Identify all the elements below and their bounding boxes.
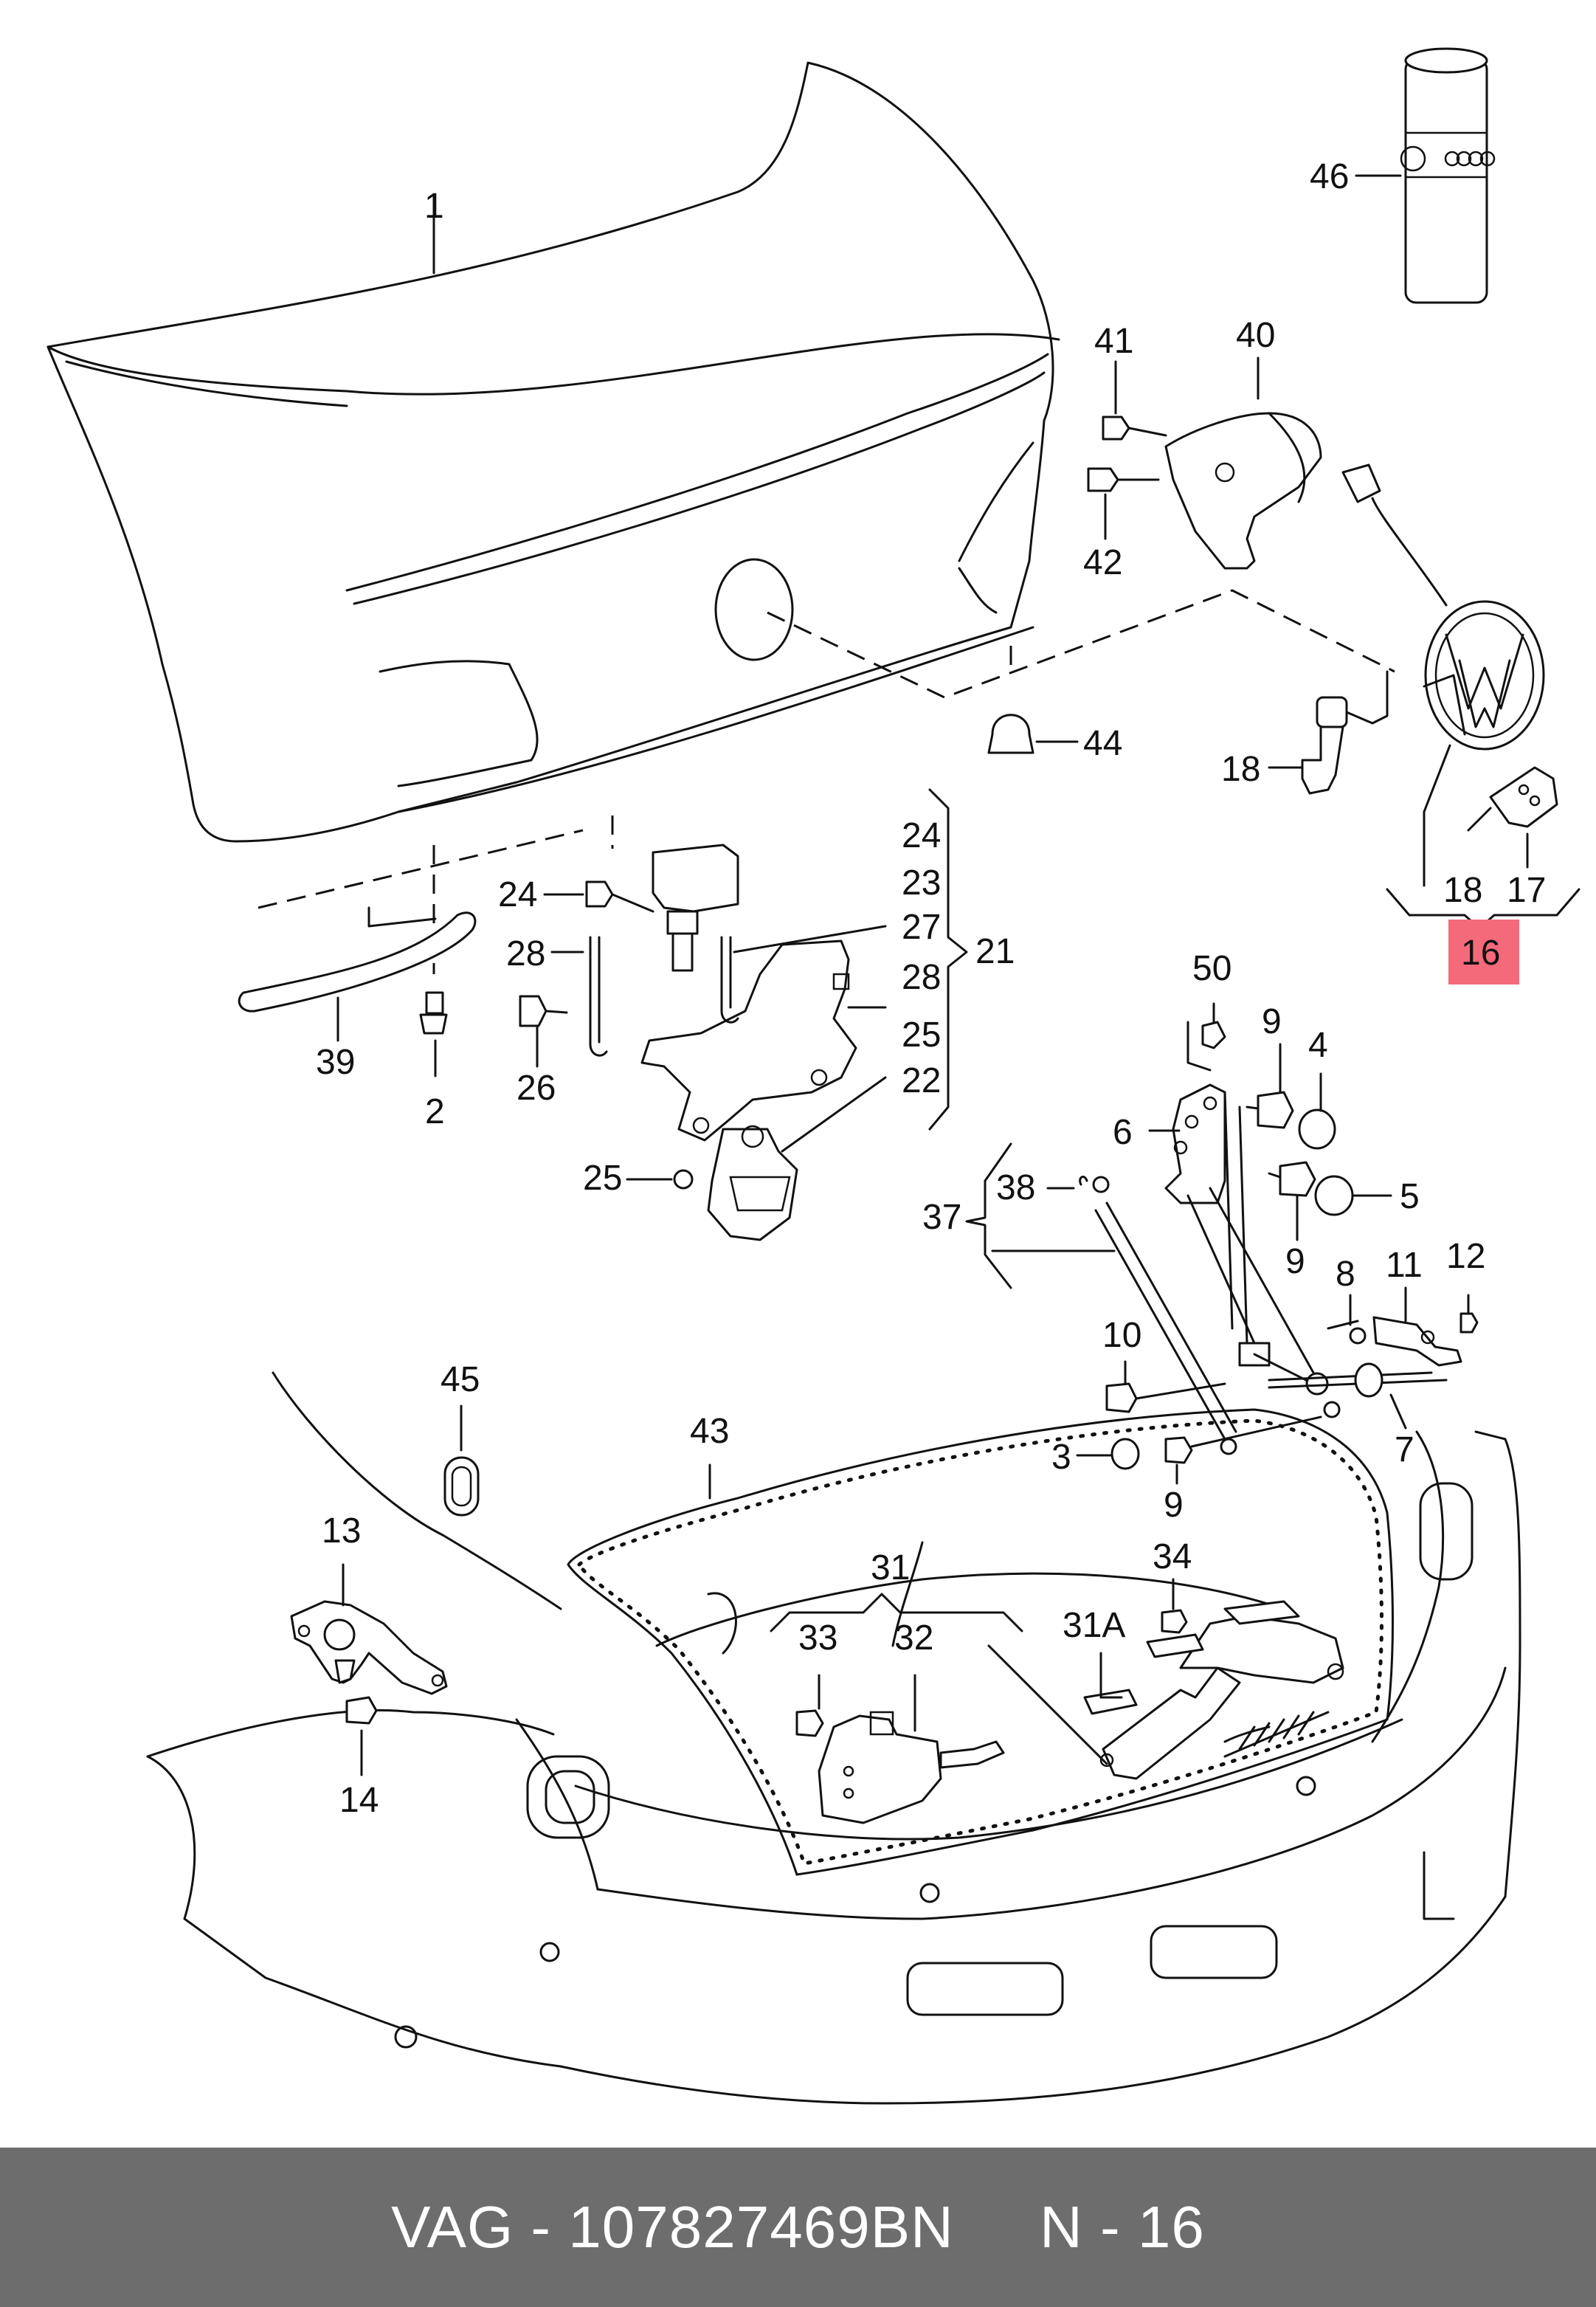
- trim-strip-part: [238, 911, 477, 1013]
- callout-9-top: 9: [1262, 1002, 1282, 1041]
- callout-17: 17: [1507, 871, 1546, 910]
- part-number: 107827469BN: [568, 2194, 954, 2260]
- trunk-lid-part: [46, 61, 1060, 843]
- callout-23: 23: [902, 863, 941, 903]
- callout-2: 2: [425, 1092, 445, 1131]
- callout-33: 33: [798, 1618, 837, 1658]
- footer-gap: [954, 2193, 1040, 2261]
- callout-28-right: 28: [902, 958, 941, 997]
- clip-part: [419, 991, 448, 1035]
- callout-41: 41: [1094, 322, 1133, 361]
- callout-13: 13: [322, 1511, 361, 1551]
- callout-9-mid: 9: [1285, 1242, 1305, 1281]
- callout-27: 27: [902, 908, 941, 947]
- callout-22: 22: [902, 1061, 941, 1100]
- remote-key-part: [1467, 766, 1558, 832]
- callout-14: 14: [339, 1781, 379, 1820]
- spray-can-part: [1400, 47, 1496, 304]
- callout-34: 34: [1153, 1537, 1192, 1576]
- highlight-box: [1448, 920, 1519, 984]
- callout-25-right: 25: [902, 1015, 941, 1055]
- lock-carrier-part: [1164, 412, 1322, 570]
- callout-8: 8: [1336, 1255, 1355, 1294]
- callout-3: 3: [1051, 1438, 1071, 1477]
- vw-emblem-part: [1424, 600, 1545, 751]
- callout-44: 44: [1083, 724, 1122, 763]
- callout-11: 11: [1386, 1246, 1423, 1285]
- callout-10: 10: [1102, 1316, 1141, 1355]
- callout-40: 40: [1236, 316, 1275, 355]
- callout-38: 38: [996, 1168, 1035, 1207]
- callout-5: 5: [1400, 1177, 1420, 1216]
- diagram-reference: N - 16: [1039, 2194, 1205, 2260]
- callout-37: 37: [922, 1198, 961, 1237]
- car-body-outline: [146, 1371, 1521, 2105]
- callout-4: 4: [1308, 1026, 1328, 1065]
- callout-45: 45: [441, 1360, 480, 1399]
- callout-16: 16: [1461, 934, 1500, 973]
- lock-actuator-part: [640, 844, 857, 1241]
- callout-32: 32: [894, 1618, 933, 1658]
- callout-18-lever: 18: [1221, 750, 1260, 789]
- latch-linkage-part: [987, 1600, 1344, 1780]
- parts-diagram: 46 1 41 40 42 44 18 24 23 24 27 28 21 28…: [46, 47, 1581, 2105]
- callout-18-key: 18: [1443, 871, 1482, 910]
- callout-31: 31: [871, 1548, 910, 1587]
- callout-46: 46: [1310, 157, 1349, 196]
- callout-25-left: 25: [583, 1159, 622, 1198]
- hinge-part: [1164, 1083, 1341, 1418]
- footer-separator: -: [514, 2194, 569, 2260]
- push-clip-part: [987, 714, 1034, 754]
- sensor-bracket-part: [290, 1600, 448, 1695]
- callout-50: 50: [1192, 949, 1231, 988]
- callout-12: 12: [1446, 1237, 1485, 1276]
- release-lever-part: [1301, 696, 1348, 795]
- callout-42: 42: [1083, 543, 1122, 582]
- part-number-footer: VAG - 107827469BN N - 16: [0, 2148, 1596, 2307]
- callout-1: 1: [424, 187, 444, 226]
- callout-24-left: 24: [498, 875, 537, 914]
- callout-6: 6: [1113, 1113, 1133, 1152]
- callout-43: 43: [690, 1412, 729, 1451]
- callout-26: 26: [517, 1069, 556, 1108]
- callout-39: 39: [316, 1043, 355, 1082]
- callout-28-left: 28: [506, 934, 545, 973]
- callout-9-bottom: 9: [1164, 1486, 1184, 1525]
- callout-24-top: 24: [902, 816, 941, 855]
- brand-label: VAG: [391, 2194, 514, 2260]
- callout-21: 21: [975, 932, 1015, 971]
- callout-7: 7: [1395, 1430, 1414, 1469]
- callout-31a: 31A: [1063, 1606, 1125, 1645]
- drive-motor-part: [818, 1711, 1005, 1824]
